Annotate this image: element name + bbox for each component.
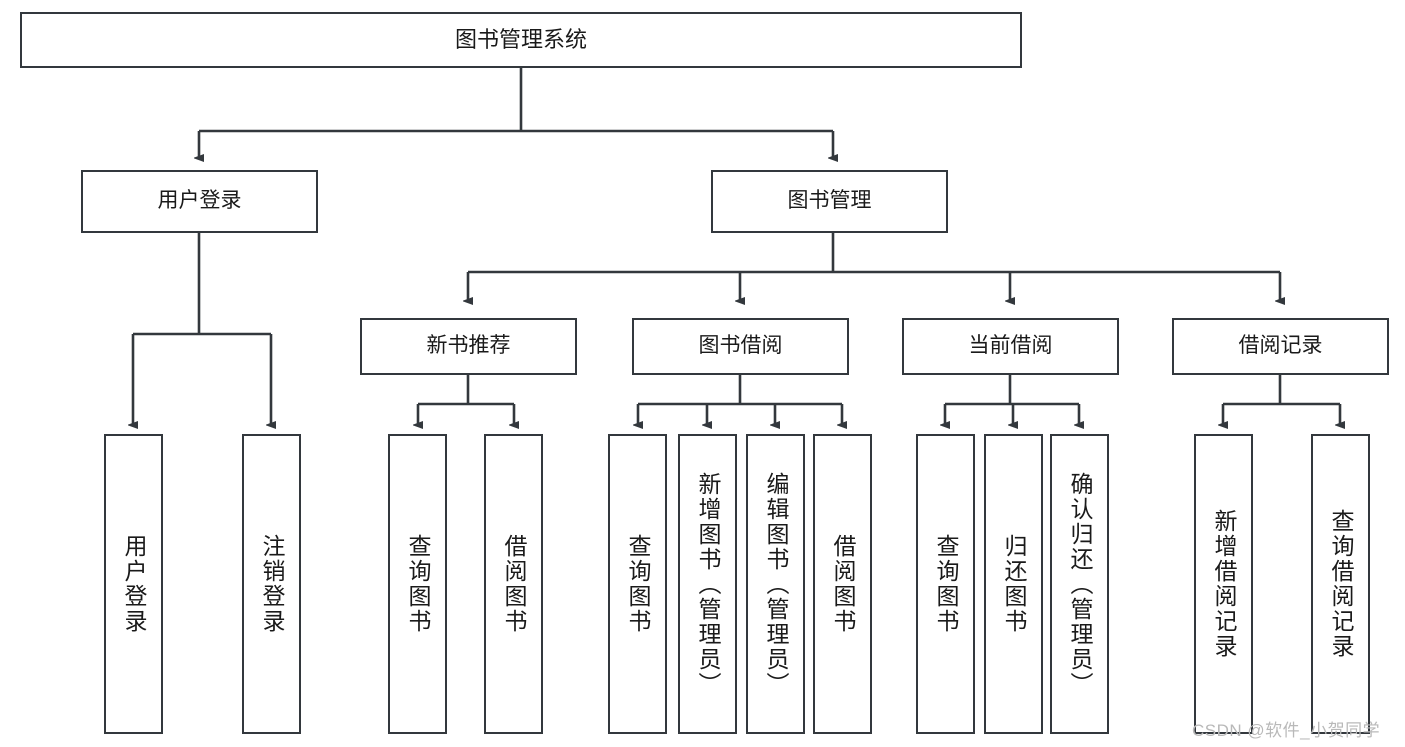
node-label: 查询图书 <box>405 534 431 634</box>
node-label: 查询图书 <box>933 534 959 634</box>
node-label: 确认归还（管理员） <box>1067 471 1093 697</box>
node-book-borrow[interactable]: 图书借阅 <box>632 318 849 375</box>
node-book-management[interactable]: 图书管理 <box>711 170 948 233</box>
node-root-book-management-system[interactable]: 图书管理系统 <box>20 12 1022 68</box>
leaf-borrow-query-book[interactable]: 查询图书 <box>608 434 667 734</box>
node-label: 归还图书 <box>1001 534 1027 634</box>
node-new-book-recommend[interactable]: 新书推荐 <box>360 318 577 375</box>
node-label: 查询借阅记录 <box>1328 509 1354 659</box>
node-label: 图书借阅 <box>698 334 783 358</box>
node-borrow-record[interactable]: 借阅记录 <box>1172 318 1389 375</box>
node-user-login[interactable]: 用户登录 <box>81 170 318 233</box>
leaf-borrow-borrow-book[interactable]: 借阅图书 <box>813 434 872 734</box>
leaf-current-confirm-return-admin[interactable]: 确认归还（管理员） <box>1050 434 1109 734</box>
node-label: 新书推荐 <box>426 334 511 358</box>
node-label: 图书管理 <box>787 189 872 213</box>
node-label: 借阅图书 <box>830 534 856 634</box>
leaf-recommend-query-book[interactable]: 查询图书 <box>388 434 447 734</box>
node-label: 查询图书 <box>625 534 651 634</box>
node-label: 借阅记录 <box>1238 334 1323 358</box>
leaf-borrow-edit-book-admin[interactable]: 编辑图书（管理员） <box>746 434 805 734</box>
leaf-current-return-book[interactable]: 归还图书 <box>984 434 1043 734</box>
node-label: 编辑图书（管理员） <box>763 471 789 697</box>
leaf-borrow-add-book-admin[interactable]: 新增图书（管理员） <box>678 434 737 734</box>
node-label: 当前借阅 <box>968 334 1053 358</box>
node-label: 用户登录 <box>157 189 242 213</box>
node-label: 注销登录 <box>259 534 285 634</box>
node-label: 用户登录 <box>121 534 147 634</box>
leaf-recommend-borrow-book[interactable]: 借阅图书 <box>484 434 543 734</box>
leaf-user-login-logout[interactable]: 注销登录 <box>242 434 301 734</box>
leaf-record-query-record[interactable]: 查询借阅记录 <box>1311 434 1370 734</box>
leaf-user-login-login[interactable]: 用户登录 <box>104 434 163 734</box>
node-label: 图书管理系统 <box>454 27 587 53</box>
csdn-watermark: CSDN @软件_小贺同学 <box>1192 721 1381 740</box>
node-label: 借阅图书 <box>501 534 527 634</box>
leaf-current-query-book[interactable]: 查询图书 <box>916 434 975 734</box>
node-label: 新增借阅记录 <box>1211 509 1237 659</box>
node-current-borrow[interactable]: 当前借阅 <box>902 318 1119 375</box>
node-label: 新增图书（管理员） <box>695 471 721 697</box>
leaf-record-add-record[interactable]: 新增借阅记录 <box>1194 434 1253 734</box>
